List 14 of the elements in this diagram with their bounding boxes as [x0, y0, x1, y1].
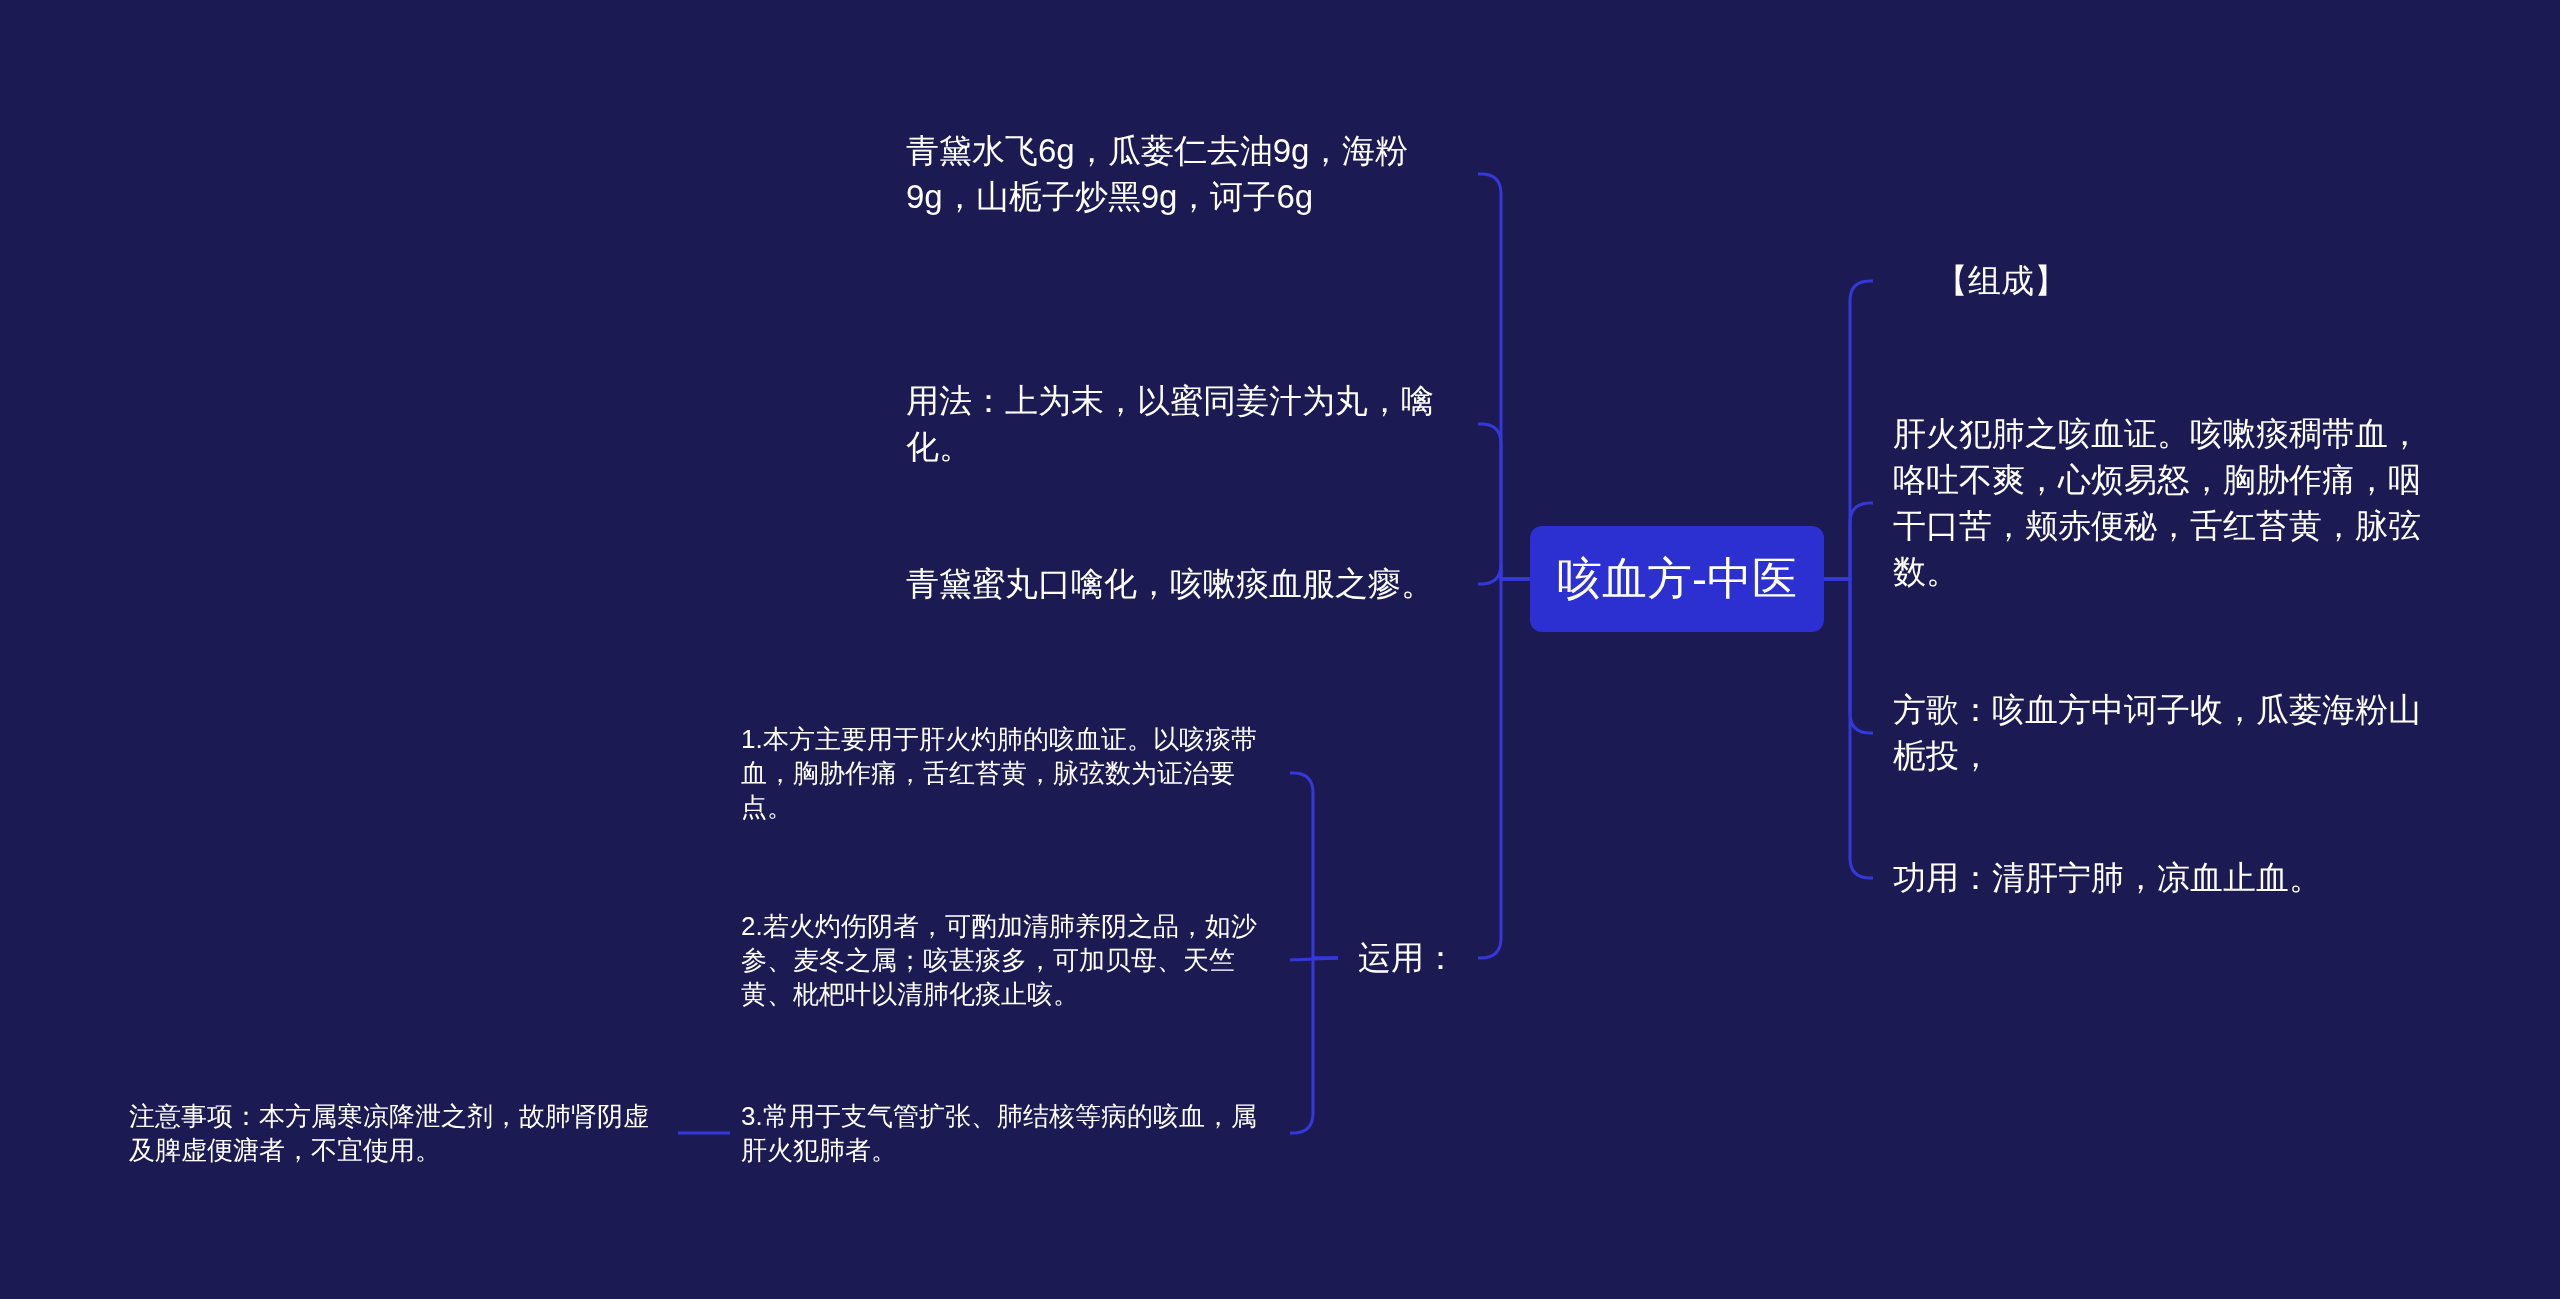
topic-text: 用法：上为末，以蜜同姜汁为丸，噙化。 [906, 378, 1478, 470]
topic-text: 方歌：咳血方中诃子收，瓜蒌海粉山栀投， [1873, 687, 2433, 779]
topic-text: 运用： [1338, 935, 1478, 981]
central-topic-box: 咳血方-中医 [1530, 526, 1824, 632]
subtopic-text: 3.常用于支气管扩张、肺结核等病的咳血，属肝火犯肺者。 [730, 1099, 1290, 1167]
topic-text: 青黛蜜丸口噙化，咳嗽痰血服之瘳。 [906, 561, 1478, 607]
branch-line [678, 1131, 730, 1135]
topic-text: 【组成】 [1873, 258, 2433, 304]
topic-text: 青黛水飞6g，瓜蒌仁去油9g，海粉9g，山栀子炒黑9g，诃子6g [906, 128, 1478, 220]
topic-text: 肝火犯肺之咳血证。咳嗽痰稠带血，咯吐不爽，心烦易怒，胸胁作痛，咽干口苦，颊赤便秘，舌红苔黄，脉弦数。 [1873, 411, 2433, 595]
subtopic-text: 1.本方主要用于肝火灼肺的咳血证。以咳痰带血，胸胁作痛，舌红苔黄，脉弦数为证治要点。 [730, 722, 1290, 824]
topic-text: 功用：清肝宁肺，凉血止血。 [1873, 855, 2433, 901]
subtopic-text: 2.若火灼伤阴者，可酌加清肺养阴之品，如沙参、麦冬之属；咳甚痰多，可加贝母、天竺黄、枇杷叶以清肺化痰止咳。 [730, 909, 1290, 1011]
subtopic-text: 注意事项：本方属寒凉降泄之剂，故肺肾阴虚及脾虚便溏者，不宜使用。 [118, 1099, 678, 1167]
